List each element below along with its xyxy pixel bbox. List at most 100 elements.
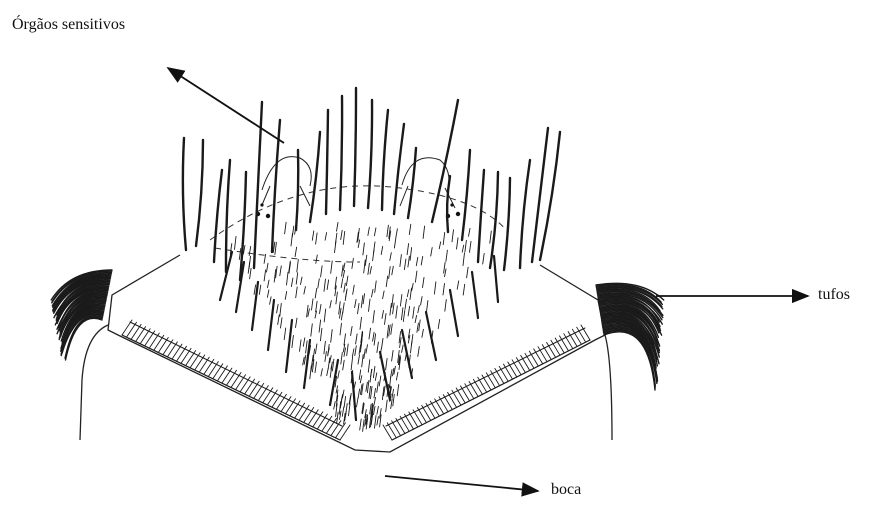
- bristle: [326, 110, 328, 214]
- hatch-line: [482, 375, 491, 390]
- bristle: [520, 160, 530, 268]
- short-hair: [402, 345, 404, 352]
- short-hair: [375, 281, 377, 292]
- hatch-line: [478, 377, 487, 392]
- short-hair: [396, 229, 398, 238]
- short-hair: [331, 261, 333, 273]
- short-hair: [372, 289, 374, 297]
- short-hair: [408, 256, 410, 267]
- bristle: [226, 160, 230, 272]
- short-hair: [344, 283, 346, 292]
- short-hair: [351, 326, 353, 335]
- bristle: [532, 128, 548, 262]
- short-hair: [360, 317, 362, 329]
- bristle: [382, 110, 388, 210]
- short-hair: [321, 266, 323, 277]
- short-hair: [373, 366, 375, 377]
- short-hair: [304, 355, 306, 364]
- short-hair: [394, 238, 396, 248]
- short-hair: [415, 271, 417, 282]
- short-hair: [304, 287, 306, 294]
- short-hair: [423, 226, 425, 238]
- short-hair: [438, 319, 440, 328]
- short-hair: [413, 307, 415, 318]
- short-hair: [412, 283, 414, 290]
- short-hair: [235, 237, 237, 250]
- bristle: [268, 300, 274, 350]
- short-hair: [320, 304, 322, 313]
- hatch-line: [190, 353, 200, 368]
- bristle: [462, 150, 470, 240]
- short-hair: [390, 303, 392, 315]
- short-hair: [422, 329, 424, 337]
- short-hair: [390, 253, 392, 261]
- short-hair: [467, 267, 469, 278]
- hatch-line: [465, 384, 474, 399]
- dashed-line-lower: [215, 248, 360, 262]
- short-hair: [371, 386, 373, 398]
- short-hair: [250, 268, 252, 278]
- short-hair: [410, 248, 412, 261]
- bristle: [183, 138, 186, 250]
- short-hair: [368, 360, 370, 373]
- short-hair: [363, 420, 365, 432]
- short-hair: [356, 334, 358, 344]
- short-hair: [410, 288, 412, 299]
- short-hair: [418, 306, 420, 313]
- short-hair: [342, 265, 344, 276]
- short-hair: [341, 312, 343, 320]
- hatch-line: [491, 371, 500, 386]
- jaw-edge: [122, 335, 340, 440]
- short-hair: [445, 269, 447, 277]
- short-hair: [358, 355, 360, 364]
- short-hair: [374, 334, 376, 345]
- short-hair: [465, 240, 467, 252]
- short-hair: [347, 344, 349, 356]
- short-hair: [306, 341, 308, 353]
- short-hair: [297, 260, 299, 272]
- short-hair: [343, 360, 345, 370]
- short-hair: [334, 402, 336, 410]
- bristle: [450, 290, 458, 336]
- short-hair: [457, 281, 459, 289]
- short-hair: [416, 257, 418, 265]
- short-hair: [374, 406, 376, 414]
- short-hair: [285, 292, 287, 300]
- short-hair: [445, 300, 447, 312]
- short-hair: [352, 258, 354, 268]
- short-hair: [308, 309, 310, 317]
- short-hair: [332, 359, 334, 371]
- hatch-line: [581, 325, 590, 340]
- short-hair: [259, 285, 261, 294]
- short-hair: [296, 273, 298, 285]
- short-hair: [366, 382, 368, 391]
- short-hair: [369, 328, 371, 339]
- short-hair: [264, 270, 266, 281]
- hatch-line: [383, 425, 392, 440]
- short-hair: [268, 280, 270, 288]
- short-hair: [316, 233, 318, 244]
- short-hair: [280, 303, 282, 316]
- short-hair: [411, 335, 413, 346]
- short-hair: [303, 338, 305, 347]
- short-hair: [316, 255, 318, 263]
- short-hair: [319, 320, 321, 332]
- short-hair: [392, 266, 394, 275]
- short-hair: [379, 376, 381, 386]
- short-hair: [344, 396, 346, 407]
- bristle: [490, 172, 498, 268]
- short-hair: [349, 404, 351, 416]
- bristle: [472, 272, 478, 318]
- short-hair: [284, 328, 286, 340]
- short-hair: [343, 270, 345, 277]
- short-hair: [270, 297, 272, 305]
- short-hair: [343, 390, 345, 398]
- short-hair: [324, 309, 326, 322]
- short-hair: [403, 310, 405, 321]
- short-hair: [358, 303, 360, 313]
- short-hair: [405, 353, 407, 361]
- short-hair: [287, 272, 289, 285]
- hatch-line: [495, 369, 504, 384]
